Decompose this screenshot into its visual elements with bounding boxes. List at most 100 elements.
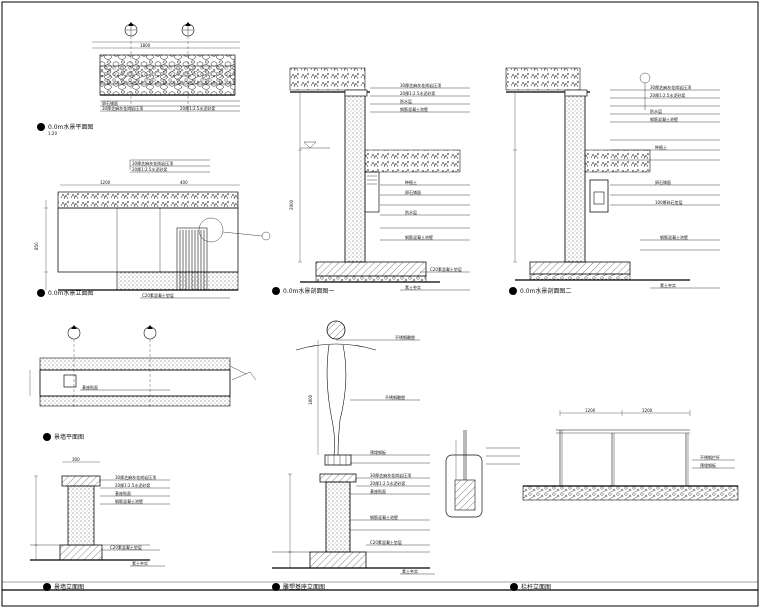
note-label: 素土夯实 xyxy=(660,282,676,288)
plant-cap-strip xyxy=(57,191,239,209)
view-scale: 1:20 xyxy=(48,131,57,136)
view-title: 景墙平面图 xyxy=(54,433,84,441)
note-label: 预埋钢板 xyxy=(700,462,716,468)
retaining-wall-2 xyxy=(564,91,586,263)
view-title-bullet xyxy=(272,287,280,295)
foundation-slab xyxy=(315,261,427,277)
note-label: 20厚1:2.5水泥砂浆 xyxy=(370,480,405,486)
view-section-2: 30厚芝麻灰花岗岩压顶 20厚1:2.5水泥砂浆 防水层 钢筋混凝土池壁 种植土… xyxy=(505,67,720,295)
note-label: 钢筋混凝土池壁 xyxy=(405,234,433,240)
note-label: 20厚1:2.5水泥砂浆 xyxy=(400,90,435,96)
view-title: 0.0m水景剖面图二 xyxy=(520,287,571,295)
note-label: 卵石铺面 xyxy=(102,100,118,106)
pier-column xyxy=(67,485,95,546)
mid-planting-2 xyxy=(584,149,651,173)
level-marker xyxy=(639,72,651,84)
note-label: 预埋钢板 xyxy=(370,449,386,455)
view-section-1: 2900 30厚芝麻灰花岗岩压顶 20厚1:2.5水泥砂浆 防水层 钢筋混凝土池… xyxy=(272,67,470,295)
note-label: C20素混凝土垫层 xyxy=(142,292,174,298)
dim-text: 2900 xyxy=(289,199,294,210)
view-railing: 1200 1200 不锈钢栏杆 预埋钢板 栏杆立面图 xyxy=(445,408,739,591)
note-label: 20厚1:2.5水泥砂浆 xyxy=(650,92,685,98)
note-label: 100厚碎石垫层 xyxy=(655,199,683,205)
view-pier-elevation: 300 30厚芝麻灰花岗岩压顶 20厚1:2.5水泥砂浆 基座贴面 钢筋混凝土池… xyxy=(30,457,170,591)
dim-text: 1200 xyxy=(642,408,653,413)
note-label: 卵石铺面 xyxy=(405,189,421,195)
view-title-bullet xyxy=(37,289,45,297)
dim-text: 400 xyxy=(180,180,188,185)
note-label: C20素混凝土垫层 xyxy=(430,266,462,272)
dim-text: 300 xyxy=(72,457,80,462)
note-label: C20素混凝土垫层 xyxy=(370,539,402,545)
note-label: 不锈钢雕塑 xyxy=(395,334,415,340)
pool-section xyxy=(116,271,239,291)
top-planting xyxy=(289,67,366,91)
dim-text: 850 xyxy=(34,242,39,250)
railing-base xyxy=(522,485,739,501)
note-label: 防水层 xyxy=(650,108,662,114)
dim-text: 1200 xyxy=(585,408,596,413)
base-column xyxy=(325,481,351,553)
view-title: 雕塑基座立面图 xyxy=(283,583,325,591)
note-label: 20厚1:2.5水泥砂浆 xyxy=(115,482,150,488)
note-label: 种植土 xyxy=(655,144,667,150)
view-plan-top-left: 1800 卵石铺面 30厚芝麻灰花岗岩压顶 20厚1:2.5水泥砂浆 0.0m水… xyxy=(37,22,240,136)
view-elevation-left: 30厚芝麻灰花岗岩压顶 20厚1:2.5水泥砂浆 1200 400 850 C2… xyxy=(34,159,271,299)
detail-callout-circle xyxy=(198,217,224,243)
pump-box xyxy=(589,179,609,213)
base-footing xyxy=(309,551,367,569)
pier-cap xyxy=(61,475,101,487)
sculpture-figure xyxy=(326,344,347,456)
note-label: 钢筋混凝土池壁 xyxy=(650,116,678,122)
view-title-bullet xyxy=(43,583,51,591)
wall-plan-body xyxy=(39,369,231,397)
note-label: 钢筋混凝土池壁 xyxy=(370,514,398,520)
view-title-bullet xyxy=(37,123,45,131)
note-label: 30厚芝麻灰花岗岩压顶 xyxy=(400,82,441,88)
note-label: 素土夯实 xyxy=(405,284,421,290)
sculpture-arms xyxy=(295,343,377,351)
view-title: 景墙立面图 xyxy=(54,583,84,591)
note-label: 30厚芝麻灰花岗岩压顶 xyxy=(650,84,691,90)
pier-footing xyxy=(59,544,103,561)
note-label: 基座贴面 xyxy=(115,490,131,496)
note-label: 基座贴面 xyxy=(370,488,386,494)
dim-text: 1800 xyxy=(308,394,313,405)
note-label: 30厚芝麻灰花岗岩压顶 xyxy=(115,474,156,480)
dim-text: 1200 xyxy=(100,180,111,185)
sculpture-sphere xyxy=(326,320,346,340)
note-label: 钢筋混凝土池壁 xyxy=(115,498,143,504)
retaining-wall xyxy=(344,91,366,263)
note-label: 素土夯实 xyxy=(132,560,148,566)
base-cap xyxy=(319,473,357,483)
view-title-bullet xyxy=(43,433,51,441)
note-label: 种植土 xyxy=(405,179,417,185)
view-sculpture-base: 不锈钢雕塑 不锈钢雕塑 1800 预埋钢板 30厚芝麻灰花岗岩压顶 20厚1:2… xyxy=(272,320,435,591)
note-label: 20厚1:2.5水泥砂浆 xyxy=(180,105,215,111)
view-title: 0.0m水景平面图 xyxy=(48,123,93,131)
view-title: 栏杆立面图 xyxy=(521,583,551,591)
note-label: 钢筋混凝土池壁 xyxy=(660,234,688,240)
view-title: 0.0m水景剖面图一 xyxy=(283,287,334,295)
view-title-bullet xyxy=(509,287,517,295)
detail-callout-tag xyxy=(261,231,271,241)
feature-wall-elevation xyxy=(57,207,239,273)
note-label: 20厚1:2.5水泥砂浆 xyxy=(132,166,167,172)
note-label: C20素混凝土垫层 xyxy=(110,544,142,550)
note-label: 30厚芝麻灰花岗岩压顶 xyxy=(102,105,143,111)
foundation-slab-2 xyxy=(529,261,631,275)
view-title-bullet xyxy=(510,583,518,591)
note-label: 防水层 xyxy=(405,209,417,215)
note-label: 卵石铺面 xyxy=(655,179,671,185)
note-label: 不锈钢雕塑 xyxy=(385,394,405,400)
view-wall-plan: 基座贴面 景墙平面图 xyxy=(29,325,257,441)
note-label: 不锈钢栏杆 xyxy=(700,454,720,460)
note-label: 30厚芝麻灰花岗岩压顶 xyxy=(370,472,411,478)
note-label: 30厚芝麻灰花岗岩压顶 xyxy=(132,160,173,166)
view-title: 0.0m水景立面图 xyxy=(48,289,93,297)
note-label: 钢筋混凝土池壁 xyxy=(400,106,428,112)
note-label: 素土夯实 xyxy=(402,568,418,574)
